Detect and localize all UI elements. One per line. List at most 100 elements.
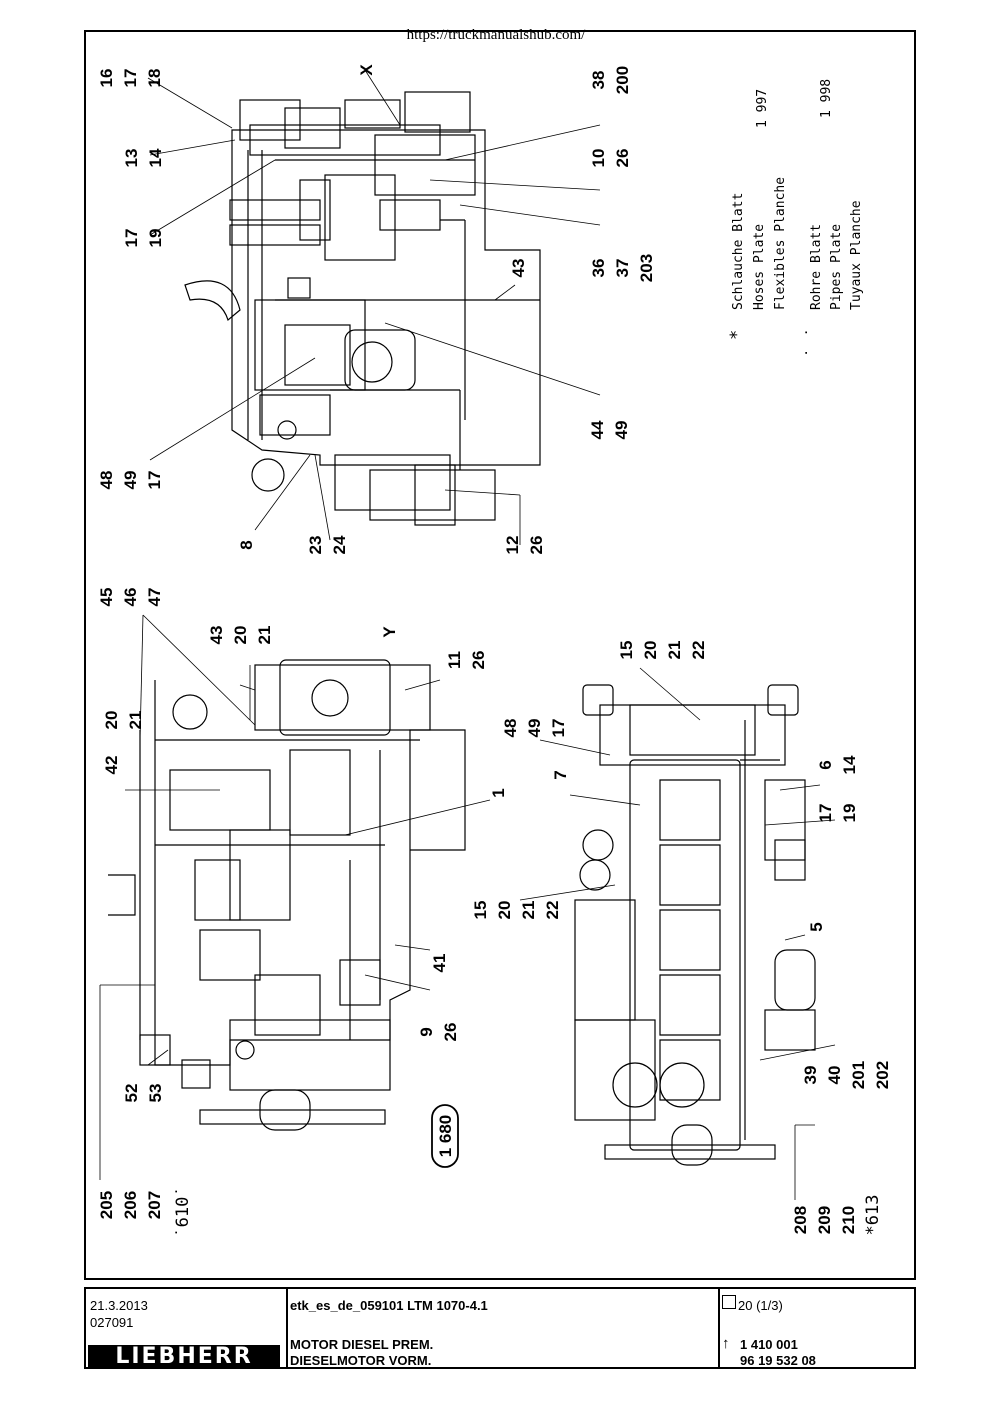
callout-label-49: 49 xyxy=(121,471,140,490)
callout-label-206: 206 xyxy=(121,1191,140,1219)
callout-label-52: 52 xyxy=(122,1084,141,1103)
callout-label-19: 19 xyxy=(840,804,859,823)
callout-label-200: 200 xyxy=(613,66,632,94)
callout-label-49: 49 xyxy=(612,421,631,440)
callout-label-37: 37 xyxy=(613,259,632,278)
callout-label-21: 21 xyxy=(519,901,538,920)
dimension-oval xyxy=(431,1104,459,1168)
callout-label-20: 20 xyxy=(231,626,250,645)
callout-label-7: 7 xyxy=(551,770,570,779)
callout-label-208: 208 xyxy=(791,1206,810,1234)
footer-code: 027091 xyxy=(90,1315,134,1330)
page-checkbox-icon xyxy=(722,1295,736,1309)
reference-610: ˙610˙ xyxy=(173,1186,193,1237)
footer-part-number-2: 96 19 532 08 xyxy=(740,1353,816,1368)
callout-label-209: 209 xyxy=(815,1206,834,1234)
callout-label-24: 24 xyxy=(330,535,349,554)
callout-label-5: 5 xyxy=(807,922,826,931)
drawing-frame xyxy=(84,30,916,1280)
title-block: 21.3.2013 027091 LIEBHERR etk_es_de_0591… xyxy=(84,1287,916,1369)
callout-label-14: 14 xyxy=(840,755,859,774)
legend-hoses-sheet: 1 997 xyxy=(755,89,770,128)
legend-pipes-line-2: Pipes Plate xyxy=(829,224,844,310)
view-marker-y: Y xyxy=(380,626,399,638)
dimension-1680: 1 680 xyxy=(436,1115,455,1158)
footer-title-1: MOTOR DIESEL PREM. xyxy=(290,1337,434,1352)
title-block-middle: etk_es_de_059101 LTM 1070-4.1 MOTOR DIES… xyxy=(286,1289,720,1368)
callout-label-12: 12 xyxy=(503,536,522,555)
callout-label-49: 49 xyxy=(525,719,544,738)
footer-date: 21.3.2013 xyxy=(90,1298,148,1313)
bottom-right-engine-view xyxy=(574,684,816,1166)
callout-label-26: 26 xyxy=(469,651,488,670)
callout-label-203: 203 xyxy=(637,254,656,282)
callout-label-17: 17 xyxy=(121,69,140,88)
callout-label-20: 20 xyxy=(641,641,660,660)
callout-label-20: 20 xyxy=(102,711,121,730)
footer-doc-ref: etk_es_de_059101 LTM 1070-4.1 xyxy=(290,1298,488,1313)
bottom-left-engine-view xyxy=(108,659,466,1131)
liebherr-logo: LIEBHERR xyxy=(88,1345,280,1369)
legend-pipes-line-3: Tuyaux Planche xyxy=(849,200,864,310)
engine-exploded-drawing: X Y 1 680 161718131417194849178232412264… xyxy=(97,64,892,1238)
title-block-left: 21.3.2013 027091 LIEBHERR xyxy=(86,1289,288,1369)
top-engine-view xyxy=(184,91,541,526)
callout-label-26: 26 xyxy=(441,1023,460,1042)
callout-label-22: 22 xyxy=(543,901,562,920)
callout-label-16: 16 xyxy=(97,69,116,88)
callout-label-1: 1 xyxy=(489,788,508,797)
callout-label-13: 13 xyxy=(122,149,141,168)
callout-label-41: 41 xyxy=(430,954,449,973)
leader-lines xyxy=(99,69,836,1200)
callout-label-46: 46 xyxy=(121,588,140,607)
legend-hoses-line-2: Hoses Plate xyxy=(752,224,767,310)
callout-label-42: 42 xyxy=(102,756,121,775)
callout-label-45: 45 xyxy=(97,588,116,607)
view-marker-x: X xyxy=(357,64,376,76)
legend-hoses-line-3: Flexibles Planche xyxy=(773,177,788,310)
callout-label-38: 38 xyxy=(589,71,608,90)
footer-page: 20 (1/3) xyxy=(738,1298,783,1313)
callout-label-21: 21 xyxy=(665,641,684,660)
up-arrow-icon: ↑ xyxy=(722,1335,730,1352)
callout-label-210: 210 xyxy=(839,1206,858,1234)
callout-label-43: 43 xyxy=(207,626,226,645)
legend: * Schlauche Blatt Hoses Plate Flexibles … xyxy=(727,79,864,358)
callout-label-17: 17 xyxy=(145,471,164,490)
callout-label-36: 36 xyxy=(589,259,608,278)
callout-label-205: 205 xyxy=(97,1191,116,1219)
callout-label-9: 9 xyxy=(417,1027,436,1036)
callout-label-6: 6 xyxy=(816,760,835,769)
callout-label-15: 15 xyxy=(617,641,636,660)
callout-label-15: 15 xyxy=(471,901,490,920)
callout-label-21: 21 xyxy=(255,626,274,645)
callout-label-17: 17 xyxy=(549,719,568,738)
legend-pipes-sheet: 1 998 xyxy=(819,79,834,118)
callout-label-44: 44 xyxy=(588,420,607,439)
legend-pipes-symbol: ˙ ˙ xyxy=(803,327,823,358)
line-art xyxy=(108,91,816,1166)
callout-label-53: 53 xyxy=(146,1084,165,1103)
callout-label-39: 39 xyxy=(801,1066,820,1085)
callout-label-26: 26 xyxy=(527,536,546,555)
callout-label-23: 23 xyxy=(306,536,325,555)
callout-label-17: 17 xyxy=(816,804,835,823)
legend-pipes-line-1: Rohre Blatt xyxy=(809,224,824,310)
legend-hoses-symbol: * xyxy=(727,330,747,340)
callout-label-201: 201 xyxy=(849,1061,868,1089)
callout-label-10: 10 xyxy=(589,149,608,168)
callout-label-21: 21 xyxy=(126,711,145,730)
callout-label-40: 40 xyxy=(825,1066,844,1085)
callout-label-11: 11 xyxy=(445,651,464,669)
callout-label-14: 14 xyxy=(146,148,165,167)
callout-label-48: 48 xyxy=(501,719,520,738)
callout-label-48: 48 xyxy=(97,471,116,490)
callout-label-22: 22 xyxy=(689,641,708,660)
callout-label-19: 19 xyxy=(146,229,165,248)
footer-part-number-1: 1 410 001 xyxy=(740,1337,798,1352)
callout-label-17: 17 xyxy=(122,229,141,248)
callout-label-207: 207 xyxy=(145,1191,164,1219)
title-block-right: 20 (1/3) ↑ 1 410 001 96 19 532 08 xyxy=(718,1289,914,1368)
reference-613: *613 xyxy=(863,1195,883,1236)
